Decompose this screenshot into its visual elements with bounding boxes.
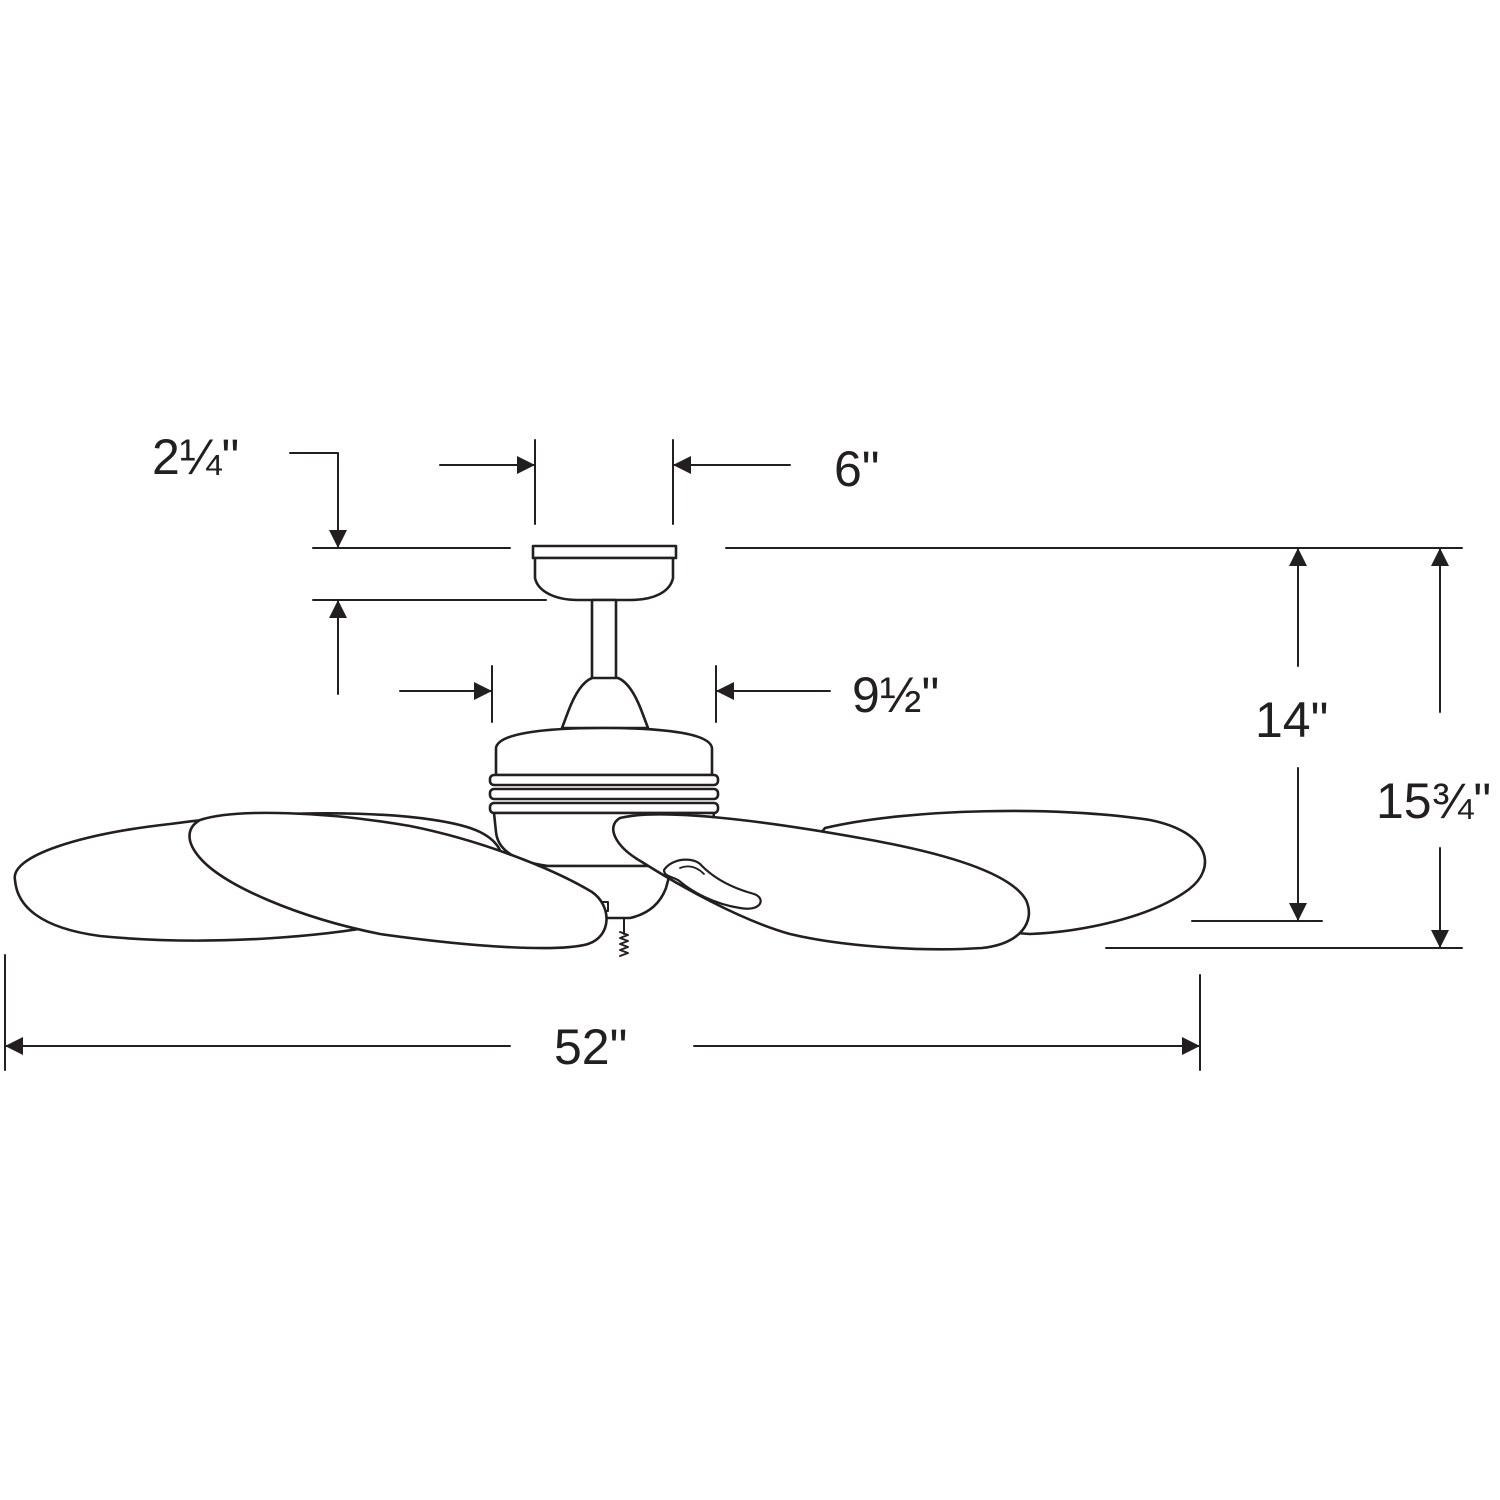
blade-bracket	[662, 858, 762, 910]
canopy-dome	[533, 556, 675, 602]
blade-left-front	[188, 811, 608, 950]
dimension-label-overall-height: 15¾"	[1376, 773, 1492, 829]
canopy-plate	[531, 544, 678, 560]
motor-collar	[560, 676, 650, 730]
dimension-label-blade-span: 52"	[554, 1019, 628, 1075]
dimension-arrows	[4, 456, 1449, 1055]
dimension-label-motor-width: 9½"	[852, 667, 940, 723]
motor-band-lower	[488, 801, 720, 815]
motor-top-cap	[494, 726, 714, 777]
motor-band-middle	[488, 787, 720, 801]
downrod	[590, 598, 618, 682]
dimension-label-canopy-height: 2¼"	[152, 429, 240, 485]
dimension-label-canopy-width: 6"	[834, 441, 880, 497]
leader-canopy-height	[289, 452, 339, 467]
blade-right-front	[611, 813, 1031, 951]
motor-band-upper	[488, 773, 720, 787]
pull-chain	[619, 917, 629, 957]
motor-housing	[488, 726, 720, 868]
extension-lines	[4, 439, 1463, 1071]
canopy	[531, 544, 678, 602]
dimension-label-height-to-blade: 14"	[1255, 692, 1329, 748]
